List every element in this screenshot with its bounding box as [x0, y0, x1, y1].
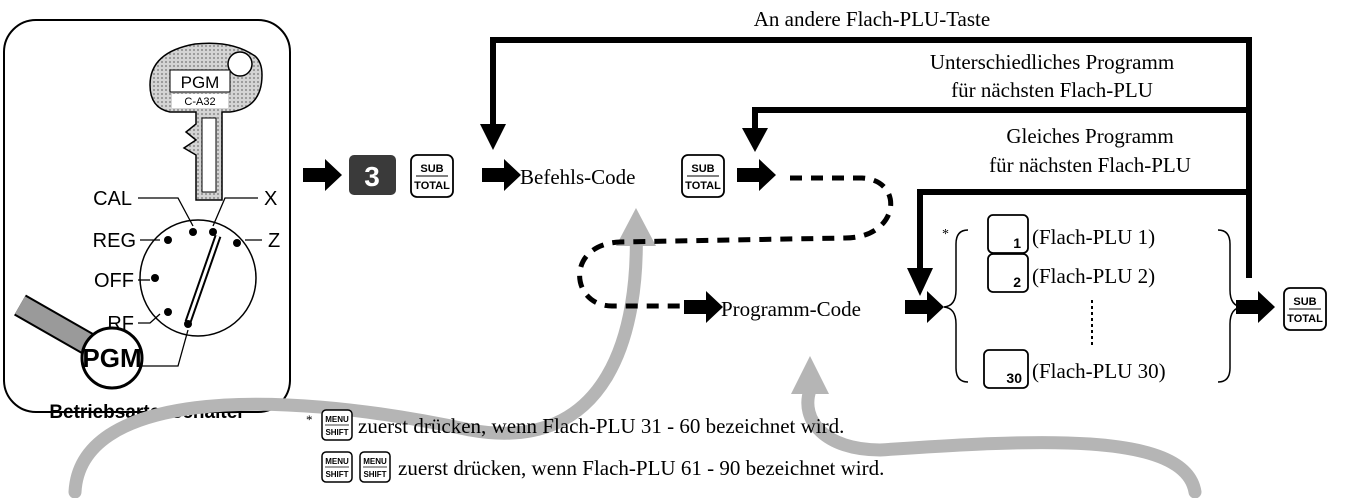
label-different-program-2: für nächsten Flach-PLU [951, 78, 1153, 102]
program-curves [68, 218, 1202, 498]
svg-text:SUB: SUB [420, 163, 443, 175]
svg-text:SUB: SUB [1293, 296, 1316, 308]
menu-shift-key-3: MENU SHIFT [359, 451, 391, 483]
label-other-flat-plu-key: An andere Flach-PLU-Taste [754, 7, 990, 31]
flat-plu-group: * 1 (Flach-PLU 1) 2 (Flach-PLU 2) 30 (Fl… [942, 214, 1243, 389]
position-x: X [264, 188, 277, 210]
position-cal: CAL [93, 188, 132, 210]
position-pgm-magnified: PGM [82, 343, 141, 373]
subtotal-key-2: SUB TOTAL [681, 154, 725, 198]
svg-text:SHIFT: SHIFT [325, 470, 348, 479]
svg-text:3: 3 [364, 161, 380, 192]
flat-plu-key-30: 30 [983, 349, 1029, 389]
menu-shift-key-1: MENU SHIFT [321, 409, 353, 441]
svg-text:2: 2 [1013, 274, 1021, 290]
svg-text:TOTAL: TOTAL [1287, 313, 1323, 325]
svg-text:MENU: MENU [363, 457, 387, 466]
mode-dial [139, 219, 257, 337]
svg-text:30: 30 [1006, 370, 1022, 386]
svg-text:TOTAL: TOTAL [685, 180, 721, 192]
program-code-label: Programm-Code [721, 297, 861, 321]
subtotal-key-final: SUB TOTAL [1283, 287, 1327, 331]
label-different-program-1: Unterschiedliches Programm [930, 50, 1174, 74]
flat-plu-30-label: (Flach-PLU 30) [1032, 359, 1166, 383]
position-off: OFF [94, 270, 134, 292]
loop-lines [490, 37, 1252, 278]
svg-text:SUB: SUB [691, 163, 714, 175]
svg-text:SHIFT: SHIFT [363, 470, 386, 479]
label-same-program-1: Gleiches Programm [1006, 124, 1173, 148]
dial-position-dots [151, 228, 241, 328]
right-brace [1217, 229, 1243, 383]
svg-text:1: 1 [1013, 235, 1021, 251]
flow-arrows [303, 159, 1275, 323]
note-1: zuerst drücken, wenn Flach-PLU 31 - 60 b… [358, 414, 844, 438]
label-same-program-2: für nächsten Flach-PLU [989, 153, 1191, 177]
svg-text:TOTAL: TOTAL [414, 180, 450, 192]
note-asterisk: * [306, 412, 313, 427]
position-z: Z [268, 230, 280, 252]
key-3: 3 [349, 155, 396, 195]
key-pgm-label: PGM [181, 73, 220, 92]
flat-plu-1-label: (Flach-PLU 1) [1032, 225, 1155, 249]
svg-text:MENU: MENU [325, 457, 349, 466]
mode-switch-panel: PGM C-A32 CAL X REG Z OF [3, 19, 291, 423]
curve-arrowheads [616, 208, 829, 394]
magnifier-icon [14, 294, 144, 390]
subtotal-key-1: SUB TOTAL [410, 154, 454, 198]
svg-text:MENU: MENU [325, 415, 349, 424]
command-code-label: Befehls-Code [520, 165, 635, 189]
position-reg: REG [93, 230, 136, 252]
loop-arrowheads [480, 124, 933, 296]
flat-plu-2-label: (Flach-PLU 2) [1032, 264, 1155, 288]
note-2: zuerst drücken, wenn Flach-PLU 61 - 90 b… [398, 456, 884, 480]
flat-plu-key-1: 1 [987, 214, 1029, 254]
flat-plu-key-2: 2 [987, 253, 1029, 293]
left-brace [943, 229, 969, 383]
pgm-key-icon [149, 42, 263, 201]
key-model-label: C-A32 [184, 96, 215, 108]
flat-plu-asterisk: * [942, 227, 949, 242]
footnotes: * MENU SHIFT zuerst drücken, wenn Flach-… [306, 409, 884, 483]
menu-shift-key-2: MENU SHIFT [321, 451, 353, 483]
svg-text:SHIFT: SHIFT [325, 428, 348, 437]
